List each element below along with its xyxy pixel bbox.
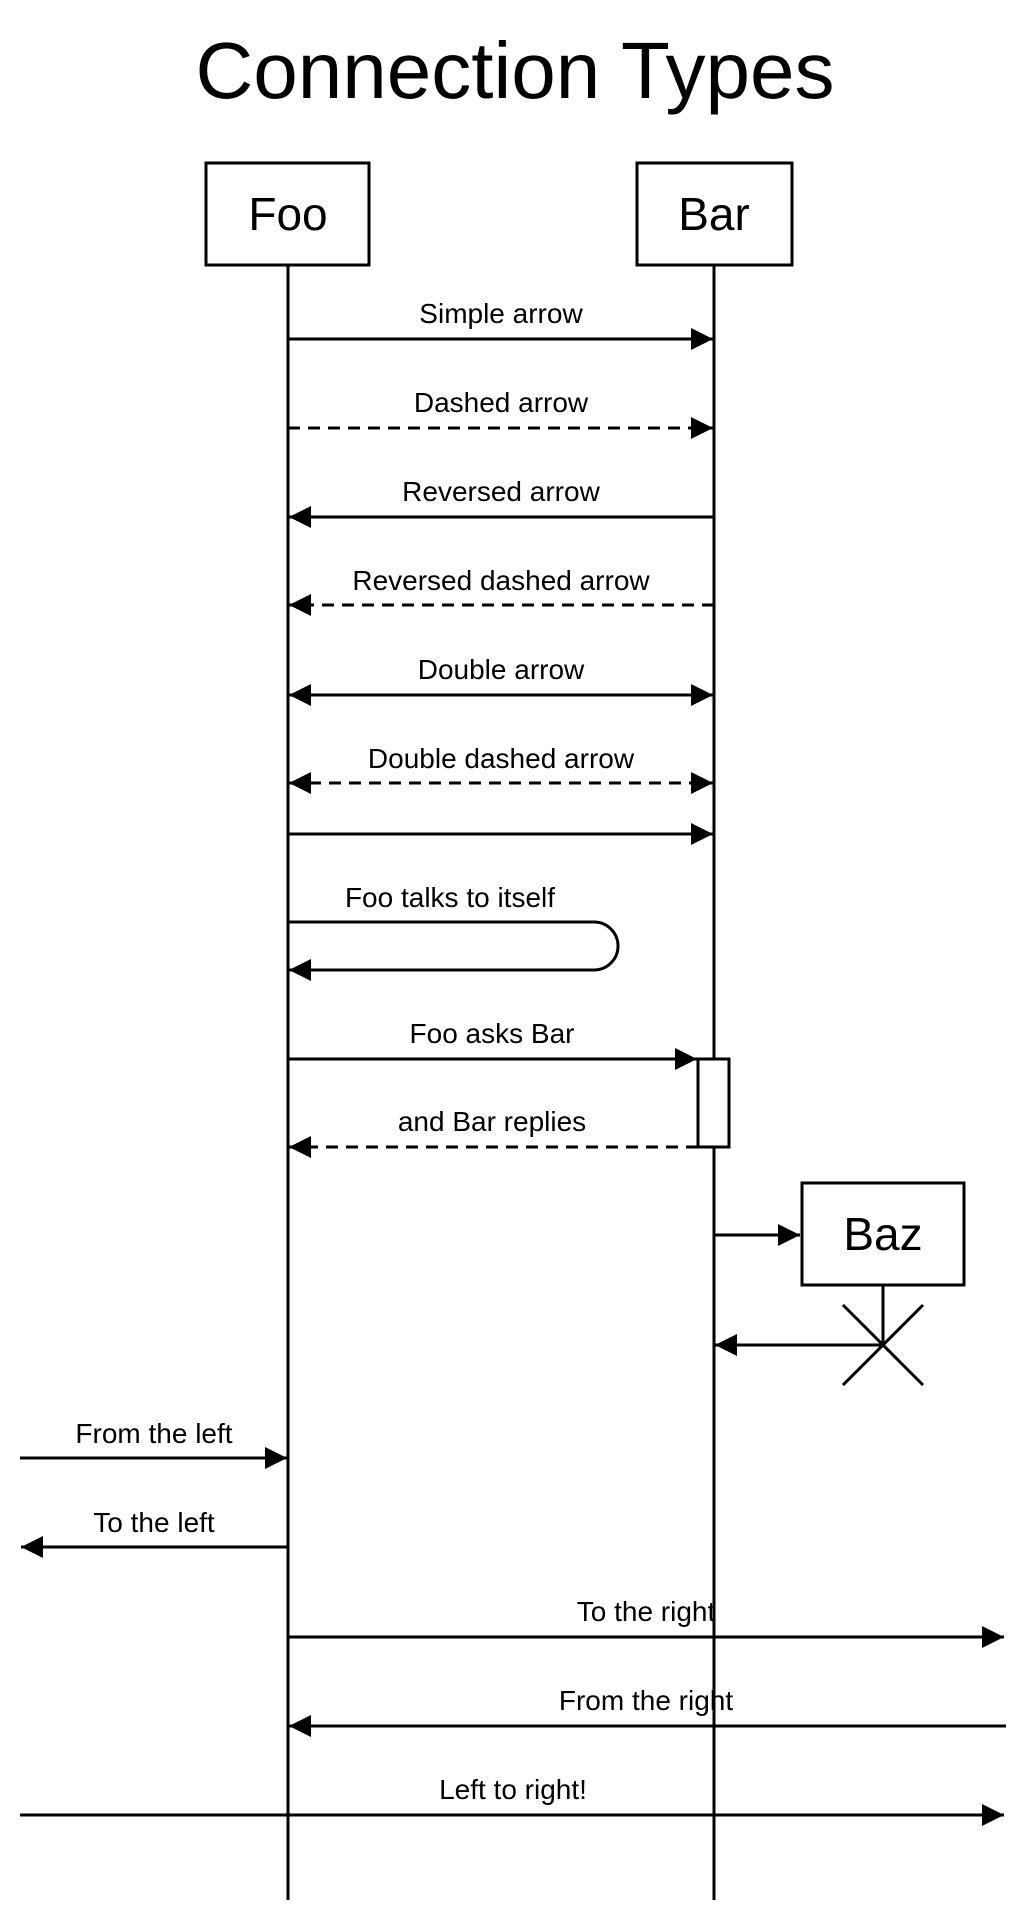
message-label: Foo talks to itself [345,882,555,913]
message-from-the-right: From the right [289,1685,1006,1737]
message-label: and Bar replies [398,1106,586,1137]
destroy-x-mark [841,1303,925,1387]
message-left-to-right: Left to right! [20,1774,1004,1826]
message-reversed-dashed-arrow: Reversed dashed arrow [289,565,714,616]
message-label: Reversed arrow [402,476,600,507]
message-label: To the right [577,1596,716,1627]
message-simple-arrow: Simple arrow [288,298,713,350]
message-label: Dashed arrow [414,387,589,418]
bar-activation [696,1057,731,1149]
message-label: Double arrow [418,654,585,685]
participant-bar: Bar [635,161,794,267]
message-dashed-arrow: Dashed arrow [288,387,713,439]
participant-baz-label: Baz [843,1208,922,1260]
message-foo-asks-bar: Foo asks Bar [288,1018,697,1070]
message-from-the-left: From the left [20,1418,287,1469]
message-to-the-left: To the left [21,1507,288,1558]
message-double-arrow: Double arrow [289,654,713,706]
participant-bar-label: Bar [678,188,750,240]
message-label: From the right [559,1685,733,1716]
diagram-title: Connection Types [196,26,835,115]
participant-baz: Baz [800,1181,966,1287]
message-label: Simple arrow [419,298,583,329]
message-label: To the left [93,1507,215,1538]
message-label: Left to right! [439,1774,587,1805]
message-bar-replies: and Bar replies [289,1106,698,1158]
message-label: From the left [75,1418,232,1449]
message-reversed-arrow: Reversed arrow [289,476,714,528]
participant-foo: Foo [204,161,371,267]
message-label: Foo asks Bar [410,1018,575,1049]
self-arrow-path [288,920,620,981]
message-label: Reversed dashed arrow [352,565,650,596]
message-to-the-right: To the right [288,1596,1004,1648]
participant-foo-label: Foo [248,188,327,240]
message-self-call: Foo talks to itself [288,882,620,981]
message-double-dashed-arrow: Double dashed arrow [289,743,713,794]
message-label: Double dashed arrow [368,743,635,774]
